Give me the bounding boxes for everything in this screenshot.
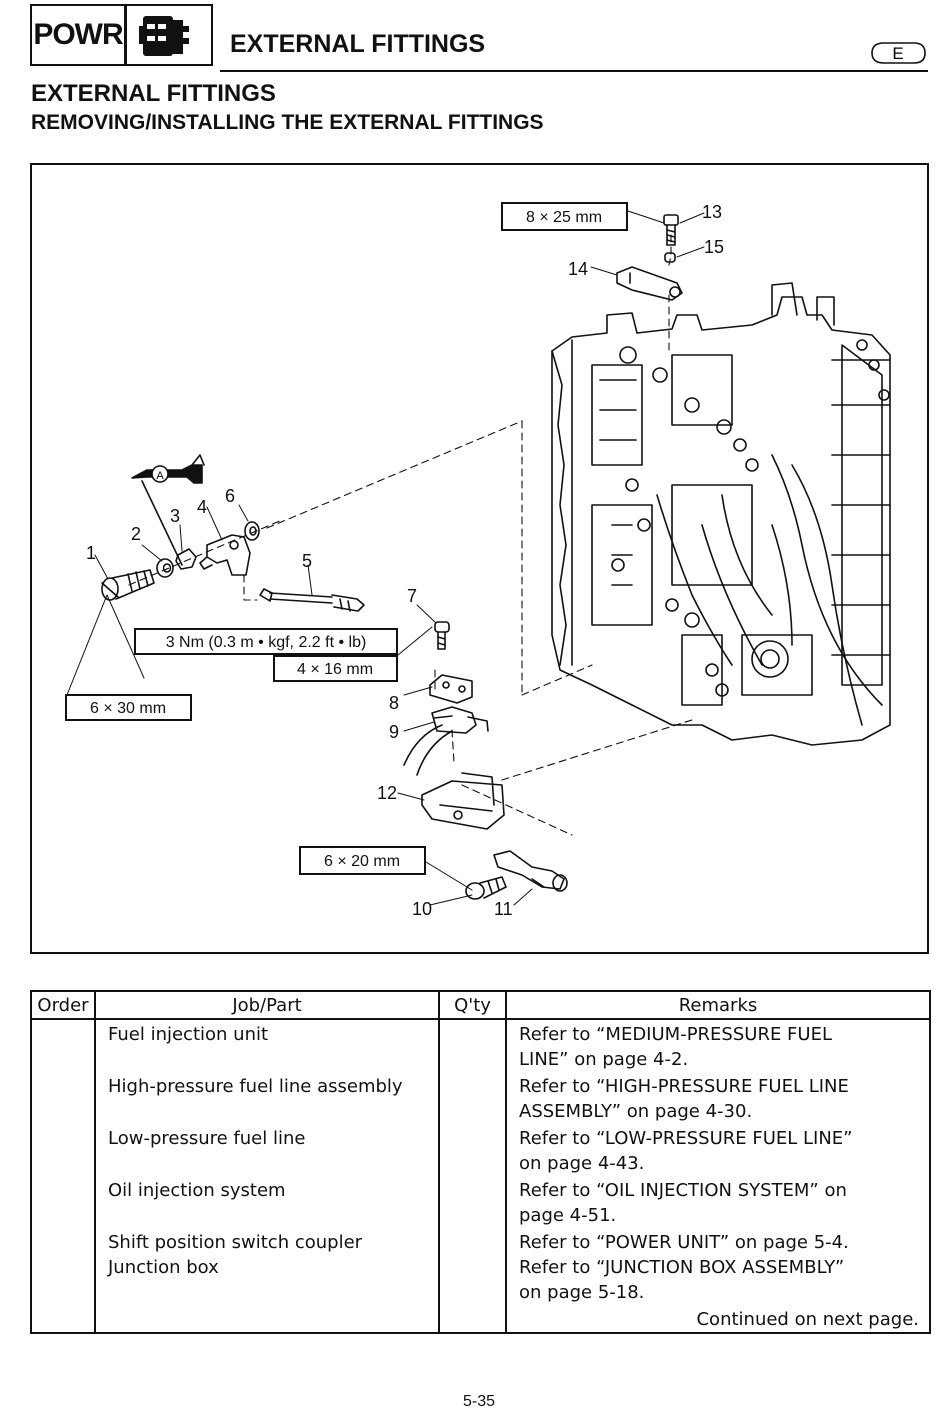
svg-text:8 × 25 mm: 8 × 25 mm [526, 209, 602, 226]
svg-text:4 × 16 mm: 4 × 16 mm [297, 661, 373, 678]
part-a-indicator [131, 454, 205, 566]
part-13-bolt [663, 214, 679, 246]
part-6-washer [244, 521, 260, 541]
part-7-screw [434, 621, 450, 650]
remark-6-line-1: Refer to “JUNCTION BOX ASSEMBLY” [519, 1257, 845, 1278]
callout-8: 8 [389, 693, 399, 713]
part-5-rod [259, 588, 365, 612]
remark-3-line-2: on page 4-43. [519, 1153, 645, 1174]
table-header-row: Order Job/Part Q'ty Remarks [30, 990, 931, 1020]
remark-2-line-2: ASSEMBLY” on page 4-30. [519, 1101, 753, 1122]
callout-10: 10 [412, 899, 432, 919]
part-15-washer [664, 252, 676, 263]
part-4-bracket [199, 534, 251, 576]
remark-1-line-2: LINE” on page 4-2. [519, 1049, 689, 1070]
job-item-6: Junction box [108, 1257, 219, 1278]
language-code: E [892, 44, 903, 63]
callout-9: 9 [389, 722, 399, 742]
svg-text:6 × 30 mm: 6 × 30 mm [90, 700, 166, 717]
callout-15: 15 [704, 237, 724, 257]
parts-table: Order Job/Part Q'ty Remarks Fuel injecti… [30, 990, 931, 1334]
exploded-diagram: A 13 15 14 6 4 3 2 1 5 7 8 9 12 10 11 8 … [30, 163, 929, 954]
job-part-column: Fuel injection unit High-pressure fuel l… [94, 1019, 440, 1334]
section-code: POWR [30, 4, 126, 66]
spec-box-bolt-10: 6 × 20 mm [299, 846, 426, 875]
part-10-bolt [465, 876, 507, 900]
power-unit-icon [125, 4, 213, 66]
header-order: Order [30, 990, 96, 1020]
spec-box-bolt-1: 6 × 30 mm [65, 694, 192, 721]
part-1-bolt [101, 569, 155, 601]
callout-3: 3 [170, 506, 180, 526]
part-3-nut [175, 548, 197, 570]
callout-4: 4 [197, 497, 207, 517]
spec-box-bolt-7: 4 × 16 mm [273, 655, 398, 682]
page-subtitle: REMOVING/INSTALLING THE EXTERNAL FITTING… [31, 111, 544, 134]
engine-block-illustration [551, 282, 891, 746]
job-item-1: Fuel injection unit [108, 1024, 269, 1045]
spec-box-bolt-13: 8 × 25 mm [501, 202, 628, 231]
remark-4-line-1: Refer to “OIL INJECTION SYSTEM” on [519, 1180, 847, 1201]
order-column [30, 1019, 96, 1334]
callout-6: 6 [225, 486, 235, 506]
part-11-lever [493, 850, 568, 892]
part-14-bracket [616, 266, 683, 301]
part-9-switch [403, 706, 489, 776]
part-12-holder [421, 772, 505, 830]
job-item-5: Shift position switch coupler [108, 1232, 363, 1253]
callout-7: 7 [407, 586, 417, 606]
annotation-a-label: A [156, 470, 164, 482]
callout-14: 14 [568, 259, 588, 279]
section-title: EXTERNAL FITTINGS [230, 30, 486, 58]
table-body-row: Fuel injection unit High-pressure fuel l… [30, 1019, 931, 1334]
remarks-column: Refer to “MEDIUM-PRESSURE FUEL LINE” on … [505, 1019, 931, 1334]
page-header: POWR EXTERNAL FITTINGS E [30, 4, 928, 72]
remark-6-line-2: on page 5-18. [519, 1282, 645, 1303]
page-number: 5-35 [463, 1393, 496, 1410]
callout-13: 13 [702, 202, 722, 222]
callout-2: 2 [131, 524, 141, 544]
page-title: EXTERNAL FITTINGS [31, 80, 276, 107]
continued-note: Continued on next page. [696, 1309, 919, 1330]
remark-1-line-1: Refer to “MEDIUM-PRESSURE FUEL [519, 1024, 832, 1045]
remark-3-line-1: Refer to “LOW-PRESSURE FUEL LINE” [519, 1128, 853, 1149]
remark-5-line-1: Refer to “POWER UNIT” on page 5-4. [519, 1232, 849, 1253]
header-remarks: Remarks [505, 990, 931, 1020]
remark-4-line-2: page 4-51. [519, 1205, 617, 1226]
callout-5: 5 [302, 551, 312, 571]
part-8-plate [429, 674, 473, 704]
svg-text:3 Nm (0.3 m • kgf, 2.2 ft • lb: 3 Nm (0.3 m • kgf, 2.2 ft • lb) [166, 634, 367, 651]
part-2-washer [156, 558, 174, 578]
callout-11: 11 [494, 899, 513, 919]
job-item-4: Oil injection system [108, 1180, 286, 1201]
job-item-3: Low-pressure fuel line [108, 1128, 306, 1149]
qty-column [438, 1019, 507, 1334]
callout-1: 1 [86, 543, 96, 563]
spec-box-torque-7: 3 Nm (0.3 m • kgf, 2.2 ft • lb) [134, 628, 398, 655]
remark-2-line-1: Refer to “HIGH-PRESSURE FUEL LINE [519, 1076, 849, 1097]
header-qty: Q'ty [438, 990, 507, 1020]
job-item-2: High-pressure fuel line assembly [108, 1076, 403, 1097]
header-job-part: Job/Part [94, 990, 440, 1020]
language-badge: E [868, 40, 928, 71]
diagram-canvas: A 13 15 14 6 4 3 2 1 5 7 8 9 12 10 11 8 … [65, 202, 891, 919]
callout-12: 12 [377, 783, 397, 803]
svg-text:6 × 20 mm: 6 × 20 mm [324, 853, 400, 870]
header-rule [220, 70, 928, 72]
